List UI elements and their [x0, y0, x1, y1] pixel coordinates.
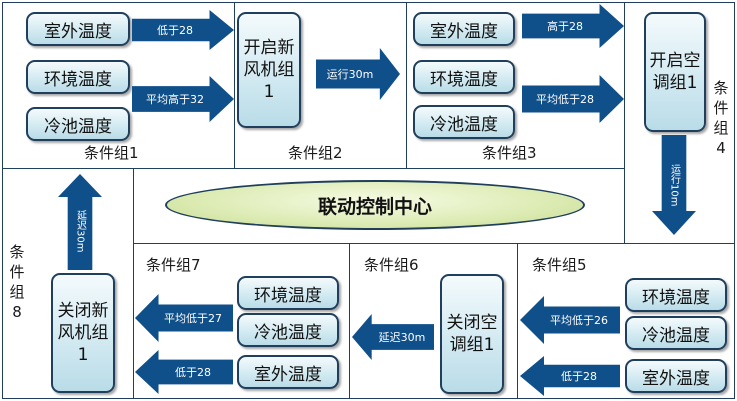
- g2-open-fresh-air-unit: 开启新风机组1: [237, 12, 301, 128]
- g1-cold-pool-temp: 冷池温度: [26, 107, 130, 141]
- g8-arrow-label: 延迟30m: [74, 209, 86, 253]
- g5-label: 条件组5: [532, 256, 587, 274]
- g1-label: 条件组1: [84, 144, 139, 162]
- g7-outdoor-temp: 室外温度: [237, 355, 339, 389]
- g1-ambient-temp: 环境温度: [26, 60, 130, 94]
- g7-ambient-temp: 环境温度: [237, 276, 339, 310]
- g8-label: 条件组8: [9, 243, 25, 321]
- g7-label: 条件组7: [146, 256, 201, 274]
- linkage-control-center: 联动控制中心: [165, 180, 585, 230]
- g1-outdoor-temp: 室外温度: [26, 12, 130, 46]
- g6-label: 条件组6: [364, 256, 419, 274]
- g4-label: 条件组4: [713, 79, 729, 157]
- g5-ambient-temp: 环境温度: [625, 278, 727, 312]
- g3-cold-pool-temp: 冷池温度: [413, 105, 515, 139]
- g5-outdoor-temp: 室外温度: [625, 359, 727, 393]
- g8-close-fresh-air-unit: 关闭新风机组1: [51, 273, 115, 393]
- g3-ambient-temp: 环境温度: [413, 60, 515, 94]
- g3-label: 条件组3: [482, 144, 537, 162]
- g3-outdoor-temp: 室外温度: [413, 12, 515, 46]
- g7-cold-pool-temp: 冷池温度: [237, 313, 339, 347]
- g2-label: 条件组2: [288, 144, 343, 162]
- g6-close-ac-group: 关闭空调组1: [440, 274, 504, 394]
- g4-arrow-label: 运行10m: [668, 163, 680, 207]
- g5-cold-pool-temp: 冷池温度: [625, 316, 727, 350]
- g4-open-ac-group: 开启空调组1: [644, 12, 706, 132]
